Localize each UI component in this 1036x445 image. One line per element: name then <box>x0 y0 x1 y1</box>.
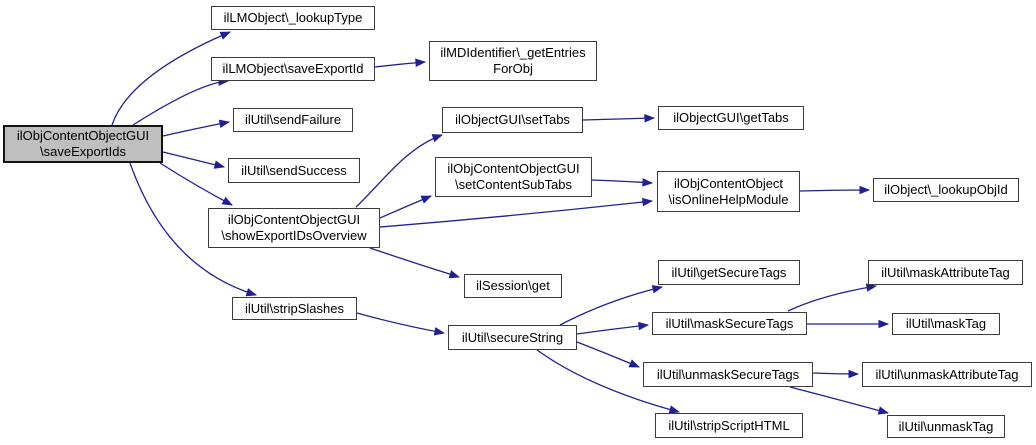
node-set-content-sub-tabs[interactable]: ilObjContentObjectGUI\setContentSubTabs <box>435 157 592 197</box>
node-set-tabs[interactable]: ilObjectGUI\setTabs <box>442 107 583 133</box>
edge-strip-slashes-to-secure-string <box>356 312 446 336</box>
node-label-line: ilObjectGUI\setTabs <box>455 112 570 127</box>
node-label-line: ilObjectGUI\getTabs <box>673 110 789 125</box>
node-secure-string[interactable]: ilUtil\secureString <box>448 325 577 350</box>
edge-show-export-ids-overview-to-set-content-sub-tabs <box>379 195 432 219</box>
edge-save-export-ids-to-lm-save-export-id <box>132 77 230 126</box>
edge-unmask-secure-tags-to-unmask-attribute-tag <box>812 369 860 379</box>
edge-show-export-ids-overview-to-session-get <box>369 247 461 279</box>
node-label-line: ilUtil\unmaskTag <box>898 418 994 434</box>
node-label-line: \isOnlineHelpModule <box>668 191 789 207</box>
edge-secure-string-to-get-secure-tags <box>559 285 664 326</box>
edge-save-export-ids-to-strip-slashes <box>129 162 258 297</box>
node-lookup-obj-id[interactable]: ilObject\_lookupObjId <box>873 178 1019 202</box>
node-label-line: ilMDIdentifier\_getEntries <box>440 45 586 60</box>
edge-secure-string-to-mask-secure-tags <box>576 321 650 335</box>
edge-set-content-sub-tabs-to-is-online-help-module <box>591 178 654 187</box>
edge-save-export-ids-to-send-failure <box>162 119 231 137</box>
node-unmask-secure-tags[interactable]: ilUtil\unmaskSecureTags <box>643 362 813 387</box>
edge-is-online-help-module-to-lookup-obj-id <box>799 185 871 195</box>
edge-show-export-ids-overview-to-is-online-help-module <box>379 197 654 228</box>
node-mask-attribute-tag[interactable]: ilUtil\maskAttributeTag <box>868 260 1023 285</box>
node-label-line: ilSession\get <box>476 278 550 293</box>
node-strip-script-html[interactable]: ilUtil\stripScriptHTML <box>655 413 803 438</box>
node-label-line: \showExportIDsOverview <box>221 228 367 243</box>
node-mask-tag[interactable]: ilUtil\maskTag <box>892 313 1000 335</box>
node-label-line: ilUtil\stripSlashes <box>245 300 344 316</box>
node-get-secure-tags[interactable]: ilUtil\getSecureTags <box>658 260 800 285</box>
edge-secure-string-to-unmask-secure-tags <box>576 341 640 368</box>
node-save-export-ids: ilObjContentObjectGUI\saveExportIds <box>3 125 163 163</box>
edge-save-export-ids-to-send-success <box>162 151 226 169</box>
edge-secure-string-to-strip-script-html <box>536 349 681 414</box>
node-label-line: ilObjContentObjectGUI <box>447 161 580 176</box>
node-lm-save-export-id[interactable]: ilLMObject\saveExportId <box>211 57 375 81</box>
node-label-line: ilUtil\unmaskSecureTags <box>656 366 800 382</box>
node-label-line: ilObject\_lookupObjId <box>884 182 1008 197</box>
node-label-line: ilObjContentObjectGUI <box>227 212 361 227</box>
edge-lm-save-export-id-to-md-get-entries-for-obj <box>374 58 427 68</box>
node-get-tabs[interactable]: ilObjectGUI\getTabs <box>658 106 804 130</box>
node-strip-slashes[interactable]: ilUtil\stripSlashes <box>232 297 357 320</box>
node-session-get[interactable]: ilSession\get <box>464 274 562 298</box>
node-show-export-ids-overview[interactable]: ilObjContentObjectGUI\showExportIDsOverv… <box>208 208 380 248</box>
node-label-line: ilUtil\unmaskAttributeTag <box>875 366 1019 382</box>
node-label-line: ilObjContentObjectGUI <box>16 128 150 143</box>
node-label-line: ilLMObject\_lookupType <box>223 10 363 25</box>
node-label-line: \saveExportIds <box>40 144 126 159</box>
node-label-line: ilUtil\getSecureTags <box>671 264 787 280</box>
node-send-failure[interactable]: ilUtil\sendFailure <box>233 108 353 132</box>
node-send-success[interactable]: ilUtil\sendSuccess <box>228 158 360 183</box>
node-label-line: ilUtil\sendSuccess <box>241 162 347 178</box>
node-unmask-tag[interactable]: ilUtil\unmaskTag <box>887 415 1005 438</box>
edge-mask-secure-tags-to-mask-attribute-tag <box>787 283 878 312</box>
edge-set-tabs-to-get-tabs <box>582 114 656 123</box>
node-label-line: ilUtil\secureString <box>461 329 564 345</box>
edge-unmask-secure-tags-to-unmask-tag <box>789 386 890 415</box>
node-lm-lookup-type[interactable]: ilLMObject\_lookupType <box>211 6 375 30</box>
node-label-line: ilUtil\stripScriptHTML <box>668 417 790 433</box>
node-label-line: ilObjContentObject <box>673 175 784 191</box>
node-label-line: ilUtil\sendFailure <box>244 112 342 127</box>
node-is-online-help-module[interactable]: ilObjContentObject\isOnlineHelpModule <box>657 171 800 212</box>
node-label-line: \setContentSubTabs <box>454 177 573 192</box>
node-unmask-attribute-tag[interactable]: ilUtil\unmaskAttributeTag <box>862 362 1032 387</box>
node-mask-secure-tags[interactable]: ilUtil\maskSecureTags <box>652 312 807 335</box>
node-label-line: ForObj <box>493 61 533 76</box>
edge-save-export-ids-to-lm-lookup-type <box>111 31 231 126</box>
node-label-line: ilUtil\maskAttributeTag <box>881 264 1010 280</box>
edge-save-export-ids-to-show-export-ids-overview <box>159 162 233 206</box>
node-label-line: ilLMObject\saveExportId <box>222 61 364 76</box>
node-label-line: ilUtil\maskTag <box>905 316 987 331</box>
edge-show-export-ids-overview-to-set-tabs <box>355 134 444 208</box>
node-label-line: ilUtil\maskSecureTags <box>665 315 794 331</box>
